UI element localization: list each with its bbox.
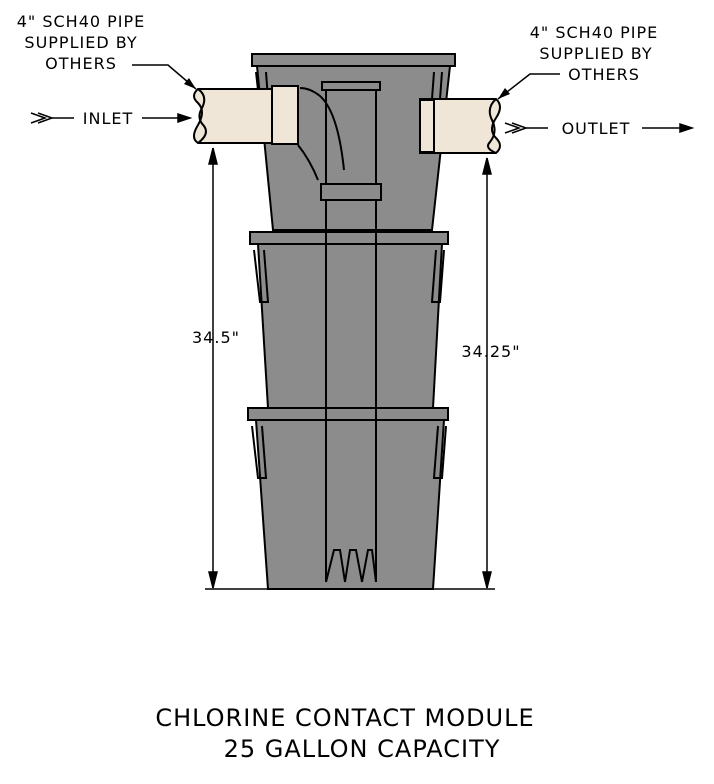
pipe-note-left-line3: OTHERS [45,54,117,73]
dimension-left [205,147,268,590]
tee-collar [320,183,382,201]
inlet-label: INLET [83,109,133,128]
pipe-note-right-line2: SUPPLIED BY [539,44,652,63]
outlet-pipe [419,98,501,154]
pipe-note-left-line2: SUPPLIED BY [24,33,137,52]
outlet-flow-arrow [504,122,695,134]
inlet-flow-arrow [30,112,193,124]
top-rim [251,53,456,67]
leader-lines [132,64,560,100]
pipe-note-left-line1: 4" SCH40 PIPE [17,12,146,31]
dimension-left-label: 34.5" [192,328,240,347]
tee-top-cap [321,81,381,91]
middle-rim [249,231,449,245]
pipe-note-right-line1: 4" SCH40 PIPE [530,23,659,42]
outlet-label: OUTLET [562,119,631,138]
module-body [247,53,456,590]
middle-section [256,243,444,409]
inlet-hub [271,85,299,145]
outlet-hub [419,99,435,153]
top-section [255,65,452,231]
dimension-right-label: 34.25" [461,342,520,361]
inlet-pipe [193,85,299,145]
inner-tee [297,81,382,583]
pipe-note-right-line3: OTHERS [568,65,640,84]
diagram-title-line1: CHLORINE CONTACT MODULE [155,704,534,732]
bottom-section [254,419,446,590]
diagram-title-line2: 25 GALLON CAPACITY [224,735,501,763]
dimension-right [433,157,495,590]
bottom-rim [247,407,449,421]
